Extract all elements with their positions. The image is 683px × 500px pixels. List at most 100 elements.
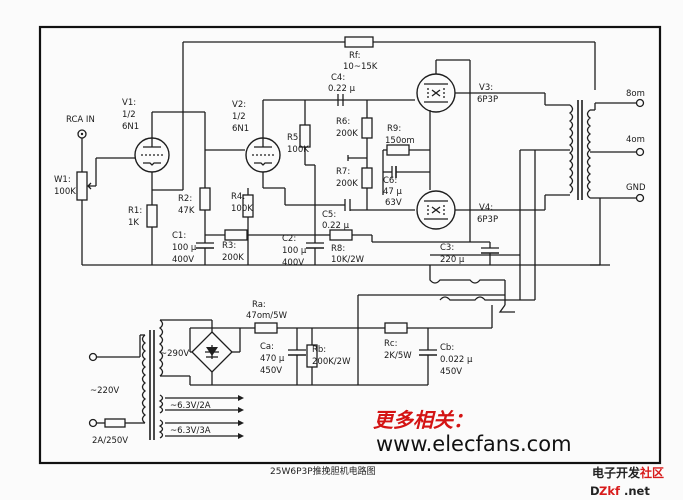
label-v3-name: V3: xyxy=(479,83,493,93)
label-v2-frac: 1/2 xyxy=(232,112,246,122)
corner-logo: 电子开发 社区 D Zkf .net xyxy=(590,465,664,498)
label-v4-type: 6P3P xyxy=(477,215,498,225)
label-rb-name: Rb: xyxy=(312,345,326,355)
label-v1-frac: 1/2 xyxy=(122,110,136,120)
label-cb-name: Cb: xyxy=(440,343,454,353)
r6-resistor xyxy=(361,117,373,139)
speaker-gnd-terminal xyxy=(635,193,645,203)
label-r1-name: R1: xyxy=(128,206,142,216)
label-heater-2a: ~6.3V/2A xyxy=(170,401,211,411)
label-r2-name: R2: xyxy=(178,194,192,204)
r5-resistor xyxy=(299,124,311,148)
site-text-net: .net xyxy=(624,484,650,498)
label-r3-val: 200K xyxy=(222,253,244,263)
r4-resistor xyxy=(242,194,254,218)
label-v3-type: 6P3P xyxy=(477,95,498,105)
label-cb-v1: 0.022 μ xyxy=(440,355,473,365)
output-transformer-secondary xyxy=(586,109,592,199)
label-ca-v1: 470 μ xyxy=(260,354,285,364)
label-v4-name: V4: xyxy=(479,203,493,213)
r9-resistor xyxy=(386,144,410,156)
label-c6-name: C6: xyxy=(383,176,397,186)
label-ca-name: Ca: xyxy=(260,342,274,352)
speaker-4ohm-terminal xyxy=(635,147,645,157)
site-text-zkf: Zkf xyxy=(599,484,621,498)
label-v2-name: V2: xyxy=(232,100,246,110)
label-rca-in: RCA IN xyxy=(66,115,95,125)
mains-terminal-top xyxy=(88,352,98,362)
label-rf-val: 10~15K xyxy=(343,62,378,72)
label-c6-v2: 63V xyxy=(385,198,402,208)
r2-resistor xyxy=(199,187,211,211)
speaker-8ohm-terminal xyxy=(635,98,645,108)
label-c5-val: 0.22 μ xyxy=(322,221,350,231)
label-v1-name: V1: xyxy=(122,98,136,108)
mains-fuse xyxy=(104,418,126,428)
w1-potentiometer xyxy=(76,171,88,201)
label-220v: ~220V xyxy=(90,386,119,396)
label-rb-val: 200K/2W xyxy=(312,357,351,367)
label-r8-val: 10K/2W xyxy=(331,255,365,265)
label-r6-name: R6: xyxy=(336,117,350,127)
label-r1-val: 1K xyxy=(128,218,139,228)
label-r3-name: R3: xyxy=(222,241,236,251)
r8-resistor xyxy=(329,229,353,241)
chinese-caption: 更多相关： xyxy=(373,408,473,432)
output-transformer-primary xyxy=(568,104,574,194)
bridge-rectifier xyxy=(191,331,233,373)
label-heater-3a: ~6.3V/3A xyxy=(170,426,211,436)
rc-resistor xyxy=(384,322,408,334)
label-c6-v1: 47 μ xyxy=(383,187,403,197)
label-ca-v2: 450V xyxy=(260,366,282,376)
label-ra-name: Ra: xyxy=(252,300,266,310)
label-out-4om: 4om xyxy=(626,135,645,145)
label-c2-name: C2: xyxy=(282,234,296,244)
label-r8-name: R8: xyxy=(331,244,345,254)
mains-transformer-primary xyxy=(141,334,147,424)
label-r5-name: R5: xyxy=(287,133,301,143)
label-c1-v1: 100 μ xyxy=(172,243,197,253)
rf-resistor xyxy=(344,36,374,48)
label-out-8om: 8om xyxy=(626,89,645,99)
ra-resistor xyxy=(254,322,278,334)
figure-title: 25W6P3P推挽胆机电路图 xyxy=(270,465,376,477)
label-c2-v1: 100 μ xyxy=(282,246,307,256)
label-fuse: 2A/250V xyxy=(92,436,128,446)
label-rf-name: Rf: xyxy=(349,51,360,61)
label-r7-name: R7: xyxy=(336,167,350,177)
label-w1-val: 100K xyxy=(54,187,76,197)
label-out-gnd: GND xyxy=(626,183,646,193)
label-c4-name: C4: xyxy=(331,73,345,83)
label-c1-v2: 400V xyxy=(172,255,194,265)
r3-resistor xyxy=(224,229,248,241)
label-rc-name: Rc: xyxy=(384,339,397,349)
logo-text-black: 电子开发 xyxy=(592,465,641,480)
label-w1-name: W1: xyxy=(54,175,71,185)
mains-terminal-bottom xyxy=(88,418,98,428)
r7-resistor xyxy=(361,167,373,189)
label-v1-type: 6N1 xyxy=(122,122,139,132)
label-cb-v2: 450V xyxy=(440,367,462,377)
watermark-url: www.elecfans.com xyxy=(376,432,572,456)
label-r6-val: 200K xyxy=(336,129,358,139)
label-r5-val: 100K xyxy=(287,145,309,155)
label-v2-type: 6N1 xyxy=(232,124,249,134)
label-c5-name: C5: xyxy=(322,210,336,220)
label-r7-val: 200K xyxy=(336,179,358,189)
site-text-d: D xyxy=(590,484,600,498)
logo-text-red: 社区 xyxy=(639,465,664,480)
label-r4-name: R4: xyxy=(231,192,245,202)
label-ra-val: 47om/5W xyxy=(246,311,288,321)
label-r4-val: 100K xyxy=(231,204,253,214)
label-c1-name: C1: xyxy=(172,231,186,241)
mains-transformer-secondary xyxy=(158,319,164,377)
label-r2-val: 47K xyxy=(178,206,195,216)
r1-resistor xyxy=(146,204,158,228)
label-rc-val: 2K/5W xyxy=(384,351,412,361)
label-r9-name: R9: xyxy=(387,124,401,134)
label-c2-v2: 400V xyxy=(282,258,304,268)
label-c4-val: 0.22 μ xyxy=(328,84,356,94)
label-290v: ~290V xyxy=(160,349,189,359)
diagram-border xyxy=(38,25,662,465)
